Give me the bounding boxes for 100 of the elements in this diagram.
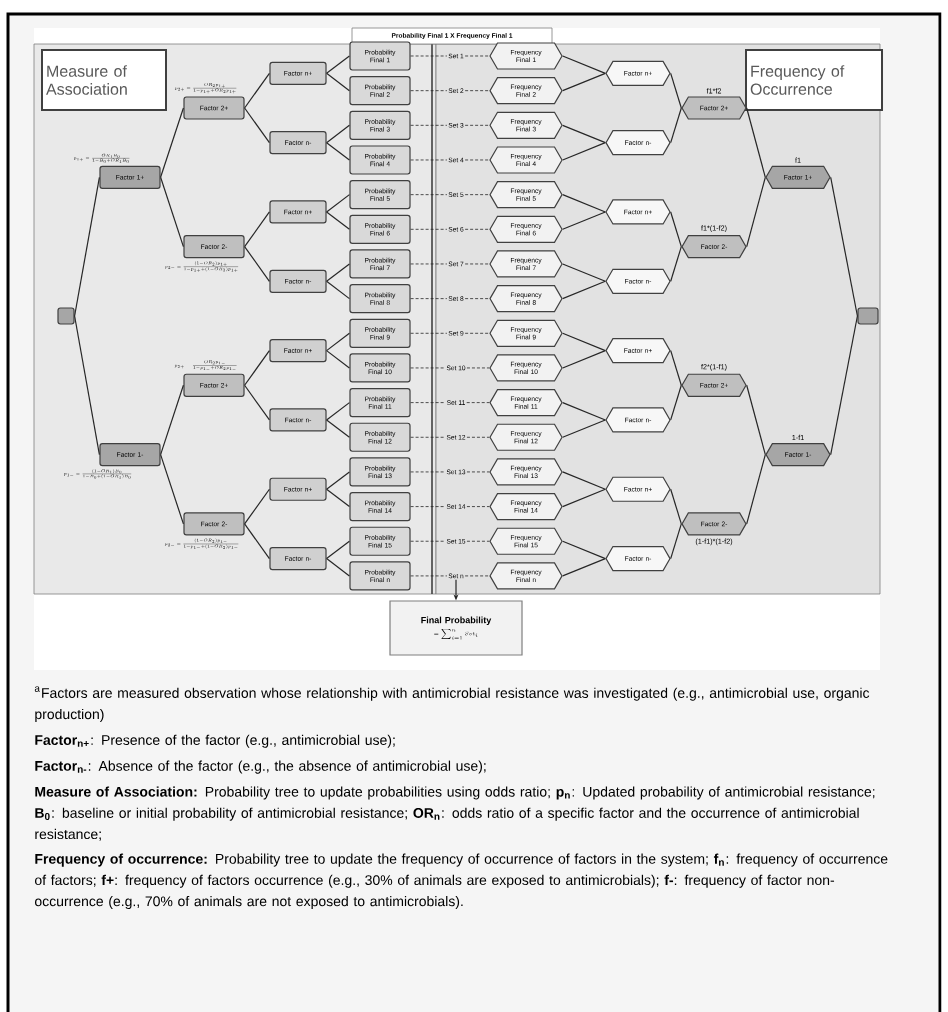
branch-line xyxy=(562,558,606,577)
branch-line xyxy=(830,315,858,456)
connector-line xyxy=(464,124,490,126)
connector-line xyxy=(464,332,490,334)
branch-line xyxy=(160,384,184,456)
branch-line xyxy=(562,124,606,144)
branch-line xyxy=(326,280,350,300)
branch-line xyxy=(160,107,184,178)
branch-line xyxy=(326,350,350,369)
branch-line xyxy=(244,523,270,560)
branch-line xyxy=(326,402,350,421)
connector-line xyxy=(410,298,448,299)
connector-line xyxy=(466,436,490,438)
connector-line xyxy=(410,159,448,161)
connector-line xyxy=(464,263,490,265)
branch-line xyxy=(244,107,270,144)
connector-line xyxy=(410,90,448,92)
branch-line xyxy=(670,72,682,109)
connector-line xyxy=(466,506,490,507)
branch-line xyxy=(562,263,606,282)
branch-line xyxy=(746,384,766,456)
connector-line xyxy=(466,402,490,403)
formula-label: $p_{1-}=\frac{(1-OR_1)B_0}{1-B_0+(1-OR_1)B_0}$ xyxy=(64,469,132,479)
branch-line xyxy=(746,454,766,525)
branch-line xyxy=(74,315,100,456)
connector-line xyxy=(464,575,490,577)
root-box xyxy=(857,307,879,325)
connector-line xyxy=(464,159,490,161)
branch-line xyxy=(562,350,606,369)
connector-line xyxy=(410,124,448,126)
connector-line xyxy=(410,55,448,57)
branch-line xyxy=(670,246,682,282)
branch-line xyxy=(326,194,350,213)
branch-line xyxy=(562,332,606,352)
formula-label: $p_{2-}=\frac{(1-OR_2)p_{1+}}{1-p_{1+}+(1-OR_2)p_{1+}}$ xyxy=(165,261,239,273)
formula-label: $p_{2-}=\frac{(1-OR_2)p_{1-}}{1-p_{1-}+(1-OR_2)p_{1-}}$ xyxy=(164,538,239,549)
connector-line xyxy=(466,367,490,369)
branch-line xyxy=(746,107,766,178)
branch-line xyxy=(244,350,270,386)
title-box: Frequency of Occurrence xyxy=(745,49,883,111)
branch-line xyxy=(244,384,270,421)
branch-line xyxy=(244,246,270,282)
branch-line xyxy=(74,176,100,317)
branch-line xyxy=(670,384,682,421)
branch-line xyxy=(670,107,682,144)
connector-line xyxy=(410,194,448,196)
formula-label: $p_{2+}=\frac{OR_2 p_{1+}}{1-p_{1+}+OR_2 p_{1+}}$ xyxy=(174,82,237,94)
connector-line xyxy=(410,540,446,542)
branch-line xyxy=(670,211,682,248)
branch-line xyxy=(326,488,350,508)
branch-line xyxy=(562,280,606,300)
connector-line xyxy=(410,367,446,369)
branch-line xyxy=(326,419,350,438)
connector-line xyxy=(464,228,490,230)
branch-line xyxy=(670,488,682,525)
branch-line xyxy=(562,471,606,490)
connector-line xyxy=(410,471,446,473)
connector-line xyxy=(464,194,490,196)
connector-line xyxy=(410,506,446,507)
branch-line xyxy=(562,488,606,508)
formula-label: $p_{2+}=\frac{OR_2 p_{1-}}{1-p_{1-}+OR_2 p_{1-}}$ xyxy=(174,360,237,370)
branch-line xyxy=(326,55,350,74)
connector-line xyxy=(410,228,448,230)
root-box xyxy=(57,307,75,325)
connector-line xyxy=(466,471,490,473)
branch-line xyxy=(562,142,606,161)
branch-line xyxy=(670,523,682,560)
connector-line xyxy=(410,402,446,403)
branch-line xyxy=(244,72,270,109)
branch-line xyxy=(562,540,606,560)
branch-line xyxy=(670,350,682,386)
connector-line xyxy=(464,298,490,299)
branch-line xyxy=(562,72,606,92)
title-box: Measure of Association xyxy=(41,49,167,111)
branch-line xyxy=(830,176,858,317)
connector-line xyxy=(410,263,448,265)
formula-label: $p_{1+}=\frac{OR_1 B_0}{1-B_0+OR_1 B_0}$ xyxy=(73,153,130,163)
branch-line xyxy=(160,176,184,248)
branch-line xyxy=(326,540,350,560)
connector-line xyxy=(410,436,446,438)
branch-line xyxy=(562,419,606,438)
branch-line xyxy=(562,402,606,421)
connector-line xyxy=(410,332,448,334)
branch-line xyxy=(326,211,350,230)
connector-line xyxy=(464,55,490,57)
branch-line xyxy=(562,194,606,213)
connector-line xyxy=(466,540,490,542)
branch-line xyxy=(326,124,350,144)
connector-line xyxy=(464,90,490,92)
branch-line xyxy=(562,55,606,74)
connector-line xyxy=(410,575,448,577)
branch-line xyxy=(244,211,270,248)
branch-line xyxy=(326,72,350,92)
branch-line xyxy=(746,176,766,248)
branch-line xyxy=(244,488,270,525)
branch-line xyxy=(326,471,350,490)
branch-line xyxy=(326,142,350,161)
branch-line xyxy=(326,332,350,352)
branch-line xyxy=(160,454,184,525)
branch-line xyxy=(326,263,350,282)
